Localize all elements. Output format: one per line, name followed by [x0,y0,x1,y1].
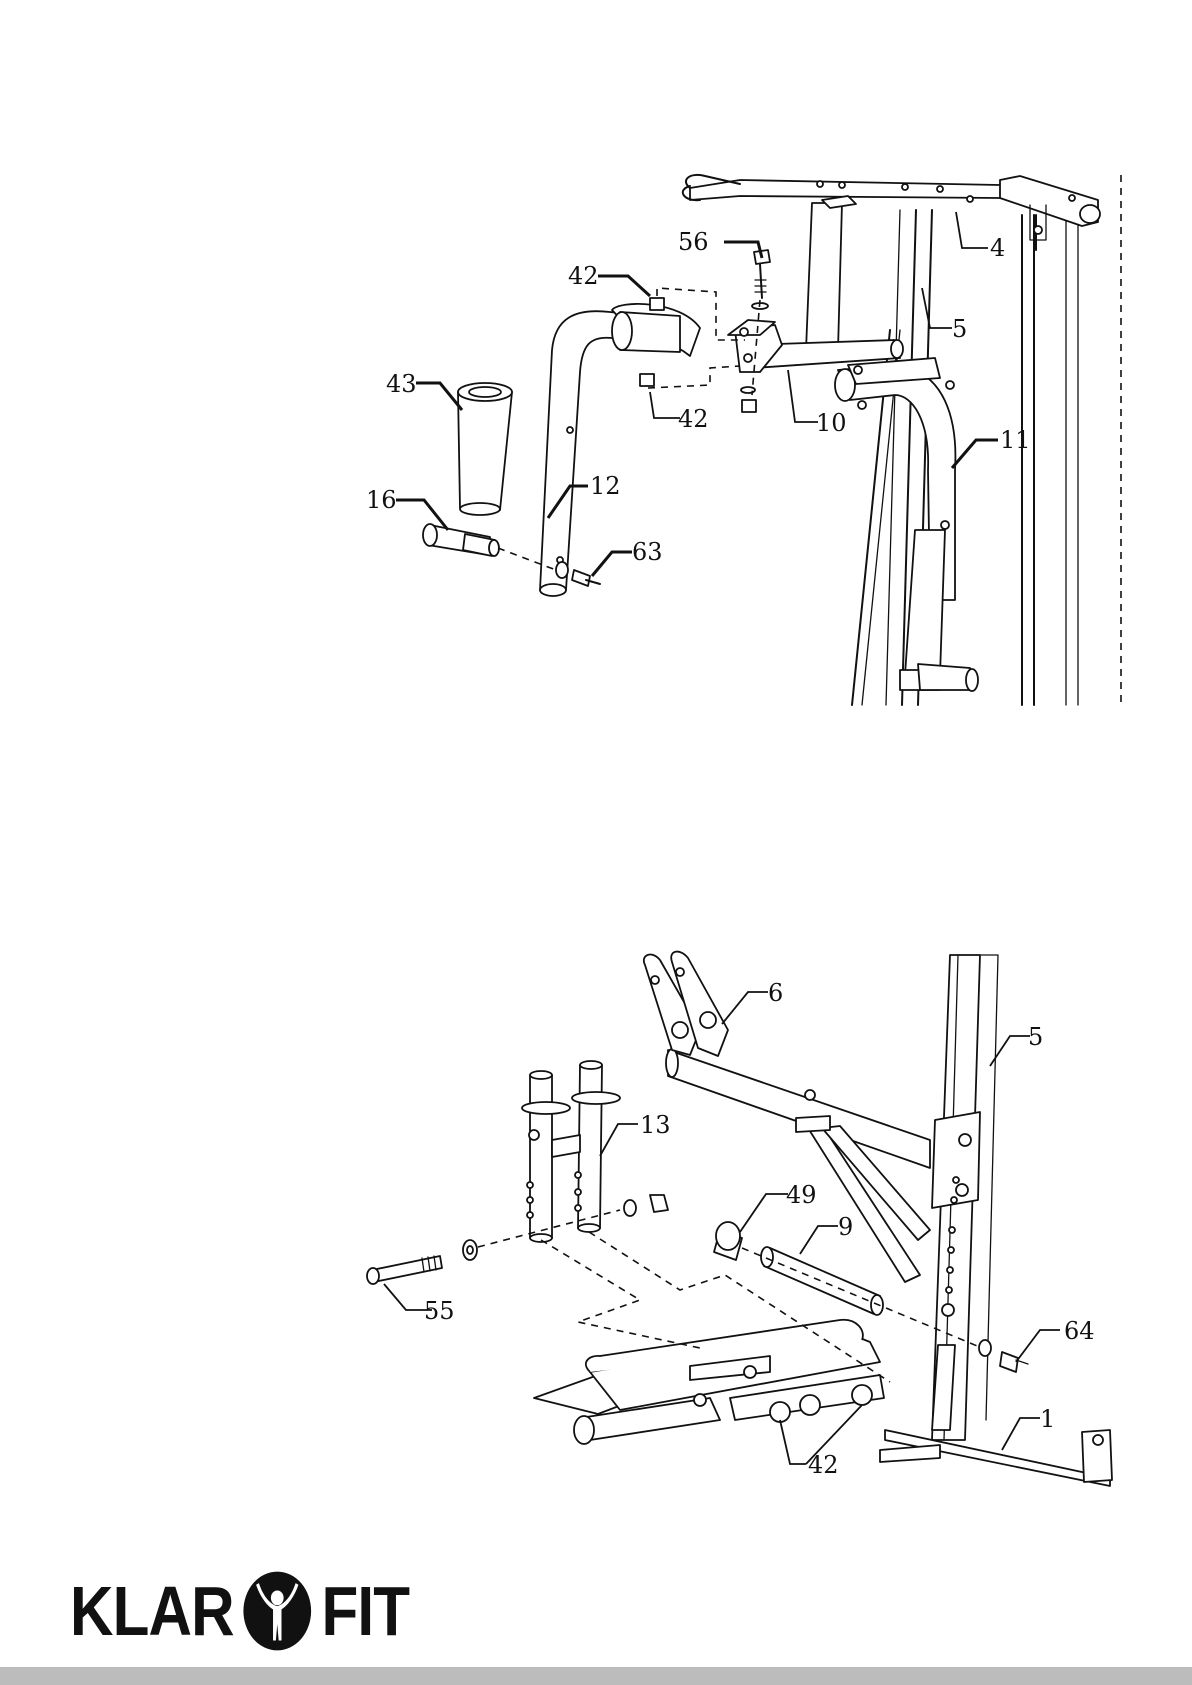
callout-43: 43 [386,370,417,398]
callout-12: 12 [590,472,621,500]
brand-logo: KLAR FIT [70,1572,409,1650]
diagram-bottom: 6 5 13 49 9 55 64 1 42 [367,952,1112,1486]
callout-5-bottom: 5 [1028,1023,1043,1051]
callout-42-upper: 42 [568,262,599,290]
brand-logo-left: KLAR [70,1571,234,1651]
part-13-double-post [522,1061,620,1242]
callout-6: 6 [768,979,783,1007]
callout-9: 9 [838,1213,853,1241]
part-9-tube [761,1247,883,1315]
part-49-bushing [714,1222,742,1260]
callout-49: 49 [786,1181,817,1209]
brand-logo-right: FIT [321,1571,409,1651]
callout-10: 10 [816,409,847,437]
callout-4: 4 [990,234,1005,262]
part-5-post [932,955,998,1440]
callout-63: 63 [632,538,663,566]
callout-56: 56 [678,228,709,256]
callout-16: 16 [366,486,397,514]
assembly-diagram: 56 42 4 5 43 42 10 11 12 16 63 [0,0,1192,1560]
callout-55: 55 [424,1297,455,1325]
callout-64: 64 [1064,1317,1095,1345]
diagram-top: 56 42 4 5 43 42 10 11 12 16 63 [366,175,1121,705]
person-arms-up-icon [242,1570,313,1652]
part-43-foam-pad [458,383,512,515]
part-55-pin [367,1195,668,1284]
callout-5-top: 5 [952,315,967,343]
part-6-bracket [644,952,930,1282]
callout-1: 1 [1040,1405,1055,1433]
callout-13: 13 [640,1111,671,1139]
footer-bar [0,1667,1192,1685]
part-16-pin [423,524,499,556]
part-5-frame [852,210,1078,705]
callout-42-lower: 42 [678,405,709,433]
callout-11: 11 [1000,426,1031,454]
callout-42-bottom: 42 [808,1451,839,1479]
